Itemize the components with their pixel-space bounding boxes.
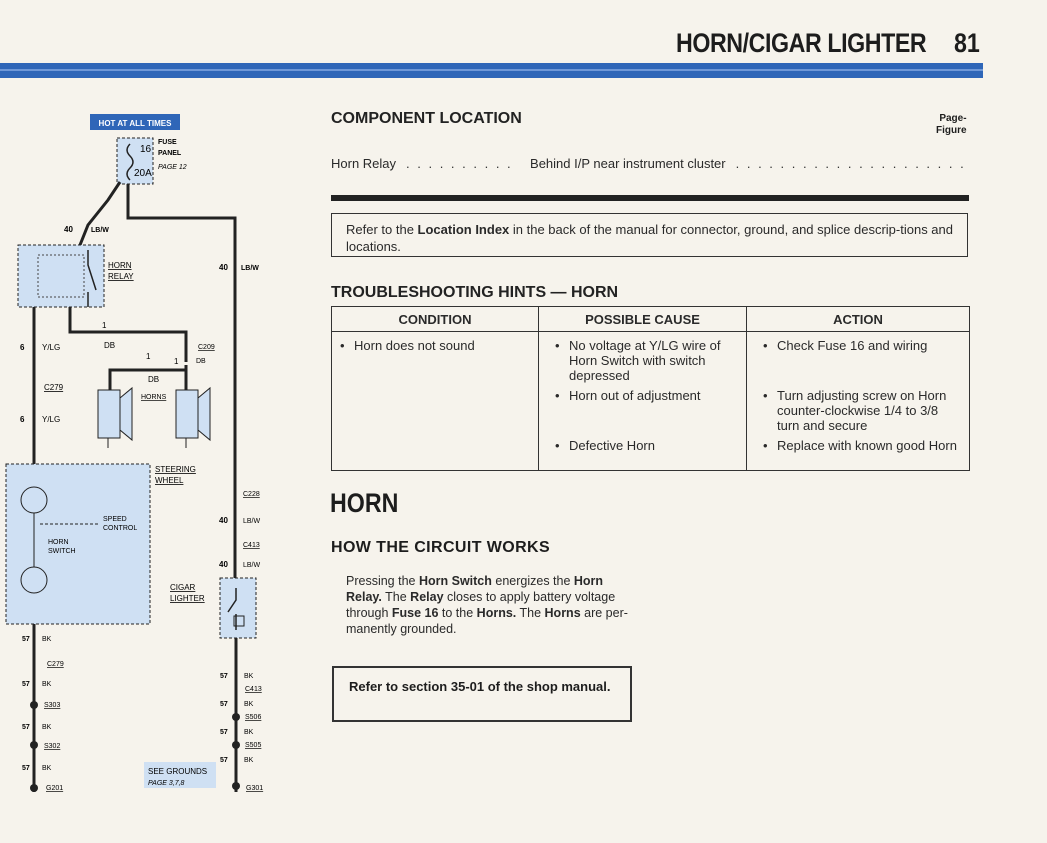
- svg-text:C413: C413: [245, 686, 262, 693]
- svg-text:S506: S506: [245, 714, 261, 721]
- column-header: CONDITION: [331, 306, 539, 332]
- column-header: POSSIBLE CAUSE: [538, 306, 747, 332]
- see-grounds-label: SEE GROUNDS: [148, 767, 207, 776]
- horn-heading: HORN: [330, 488, 399, 518]
- condition-cell: •Horn does not sound: [331, 331, 539, 471]
- svg-text:S505: S505: [245, 742, 261, 749]
- troubleshooting-table: CONDITION POSSIBLE CAUSE ACTION •Horn do…: [331, 306, 970, 471]
- hot-at-all-times-label: HOT AT ALL TIMES: [99, 119, 173, 128]
- svg-text:Y/LG: Y/LG: [42, 415, 60, 424]
- svg-text:40: 40: [219, 516, 228, 525]
- svg-text:6: 6: [20, 415, 25, 424]
- svg-text:57: 57: [220, 729, 228, 736]
- svg-text:LB/W: LB/W: [91, 227, 109, 234]
- svg-text:BK: BK: [42, 681, 52, 688]
- page-figure-label: Page-Figure: [936, 113, 967, 136]
- page-title: HORN/CIGAR LIGHTER: [676, 28, 927, 58]
- horn-left: [97, 389, 121, 439]
- fuse-panel: [116, 137, 154, 185]
- svg-text:BK: BK: [244, 701, 254, 708]
- svg-text:1: 1: [174, 357, 179, 366]
- svg-text:S303: S303: [44, 702, 60, 709]
- action-cell: •Check Fuse 16 and wiring •Turn adjustin…: [746, 331, 970, 471]
- svg-text:LB/W: LB/W: [241, 265, 259, 272]
- shop-manual-note: Refer to section 35-01 of the shop manua…: [332, 666, 632, 722]
- column-header: ACTION: [746, 306, 970, 332]
- circuit-description: Pressing the Horn Switch energizes the H…: [346, 574, 628, 636]
- svg-text:Y/LG: Y/LG: [42, 343, 60, 352]
- svg-text:40: 40: [64, 225, 73, 234]
- svg-text:57: 57: [220, 701, 228, 708]
- svg-text:BK: BK: [42, 636, 52, 643]
- fuse-amps: 20A: [134, 168, 152, 179]
- svg-text:40: 40: [219, 263, 228, 272]
- svg-text:C279: C279: [44, 383, 64, 392]
- svg-text:G201: G201: [46, 785, 63, 792]
- svg-text:LB/W: LB/W: [243, 562, 261, 569]
- grounds-page-label: PAGE 3,7,8: [148, 780, 185, 787]
- svg-text:DB: DB: [148, 375, 159, 384]
- svg-text:1: 1: [102, 321, 107, 330]
- svg-text:6: 6: [20, 343, 25, 352]
- component-row: Horn Relay . . . . . . . . . . . . Behin…: [331, 156, 971, 171]
- fuse-page-label: PAGE 12: [158, 164, 187, 171]
- cause-cell: •No voltage at Y/LG wire of Horn Switch …: [538, 331, 747, 471]
- svg-text:C228: C228: [243, 491, 260, 498]
- section-rule: [331, 195, 969, 201]
- svg-text:BK: BK: [244, 757, 254, 764]
- horn-right: [175, 389, 199, 439]
- horn-relay: [17, 244, 105, 308]
- cigar-lighter: [219, 577, 257, 639]
- steering-wheel: [5, 463, 151, 625]
- svg-text:C209: C209: [198, 344, 215, 351]
- svg-text:LB/W: LB/W: [243, 518, 261, 525]
- component-location: Behind I/P near instrument cluster: [530, 156, 726, 171]
- svg-text:1: 1: [146, 352, 151, 361]
- svg-text:57: 57: [220, 673, 228, 680]
- svg-text:C279: C279: [47, 661, 64, 668]
- troubleshooting-heading: TROUBLESHOOTING HINTS — HORN: [331, 284, 619, 301]
- header-band: [0, 63, 983, 78]
- svg-text:57: 57: [220, 757, 228, 764]
- svg-text:BK: BK: [244, 673, 254, 680]
- page-number: 81: [954, 28, 980, 58]
- horns-label: HORNS: [141, 394, 167, 401]
- svg-text:57: 57: [22, 636, 30, 643]
- svg-text:BK: BK: [42, 765, 52, 772]
- location-index-note: Refer to the Location Index in the back …: [331, 213, 968, 257]
- svg-text:BK: BK: [42, 724, 52, 731]
- circuit-heading: HOW THE CIRCUIT WORKS: [331, 539, 551, 556]
- svg-text:DB: DB: [196, 358, 206, 365]
- svg-text:57: 57: [22, 681, 30, 688]
- svg-text:40: 40: [219, 560, 228, 569]
- svg-text:57: 57: [22, 724, 30, 731]
- svg-text:57: 57: [22, 765, 30, 772]
- component-name: Horn Relay: [331, 156, 397, 171]
- svg-text:S302: S302: [44, 743, 60, 750]
- svg-text:G301: G301: [246, 785, 263, 792]
- svg-text:BK: BK: [244, 729, 254, 736]
- fuse-number: 16: [140, 144, 152, 155]
- component-location-heading: COMPONENT LOCATION: [331, 110, 522, 127]
- svg-text:DB: DB: [104, 341, 115, 350]
- svg-text:C413: C413: [243, 542, 260, 549]
